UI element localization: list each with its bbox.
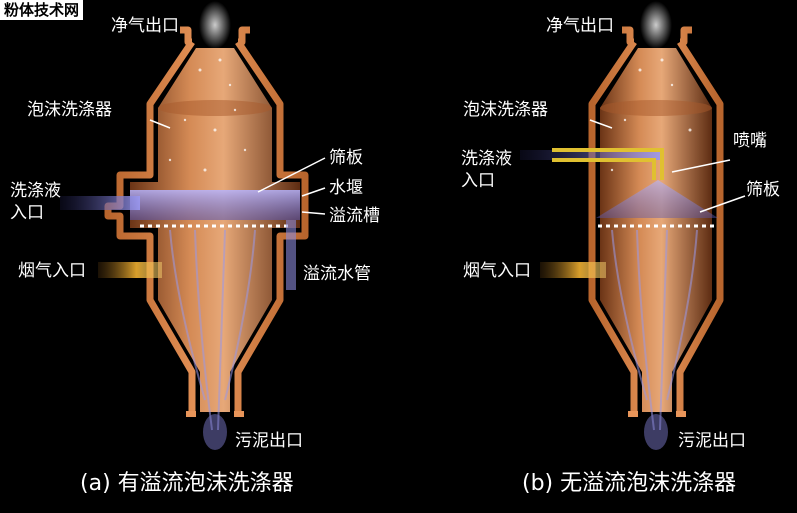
label-a-foam-scrubber: 泡沫洗涤器 bbox=[27, 100, 112, 120]
label-a-clean-gas-outlet: 净气出口 bbox=[111, 16, 179, 36]
scrubber-a-rim bbox=[158, 100, 272, 116]
label-a-overflow-pipe: 溢流水管 bbox=[303, 264, 371, 284]
scrubber-b bbox=[520, 1, 746, 450]
label-a-overflow-trough: 溢流槽 bbox=[329, 206, 380, 226]
scrubber-a-gas-stream bbox=[98, 262, 162, 278]
label-b-nozzle: 喷嘴 bbox=[733, 131, 767, 151]
scrubber-b-flow-lines bbox=[611, 229, 698, 431]
caption-b: (b) 无溢流泡沫洗涤器 bbox=[522, 471, 737, 496]
label-a-weir: 水堰 bbox=[329, 178, 363, 198]
label-b-wash-liquid-inlet: 洗涤液 入口 bbox=[461, 148, 512, 192]
label-b-wash-liquid-line1: 洗涤液 bbox=[461, 149, 512, 169]
scrubber-b-gas-stream bbox=[540, 262, 606, 278]
label-a-flue-gas-inlet: 烟气入口 bbox=[18, 261, 86, 281]
scrubber-a-liquid-stream bbox=[60, 196, 140, 210]
scrubber-a-body bbox=[130, 48, 300, 412]
scrubber-a-leader-lines bbox=[149, 119, 326, 215]
watermark: 粉体技术网 bbox=[0, 0, 84, 20]
scrubber-a-droplets bbox=[168, 58, 247, 172]
label-b-foam-scrubber: 泡沫洗涤器 bbox=[463, 100, 548, 120]
label-a-sludge-outlet: 污泥出口 bbox=[235, 431, 303, 451]
scrubber-b-shell bbox=[588, 26, 724, 414]
label-b-wash-liquid-line2: 入口 bbox=[461, 171, 495, 191]
label-a-wash-liquid-inlet: 洗涤液 入口 bbox=[10, 180, 61, 224]
scrubber-b-leader-lines bbox=[589, 119, 746, 213]
scrubber-b-spray bbox=[596, 180, 718, 218]
scrubber-a-shell bbox=[104, 26, 309, 414]
scrubber-b-sludge bbox=[644, 414, 668, 450]
label-a-wash-liquid-line1: 洗涤液 bbox=[10, 181, 61, 201]
scrubber-a bbox=[60, 1, 326, 450]
label-a-sieve-plate: 筛板 bbox=[329, 148, 363, 168]
scrubber-b-clean-gas bbox=[640, 1, 672, 49]
scrubber-a-foam-layer bbox=[130, 190, 300, 220]
scrubber-a-sludge bbox=[203, 414, 227, 450]
label-a-wash-liquid-line2: 入口 bbox=[10, 203, 44, 223]
scrubber-b-liquid-stream bbox=[520, 150, 660, 160]
label-b-sieve-plate: 筛板 bbox=[746, 180, 780, 200]
scrubber-a-clean-gas bbox=[199, 1, 231, 49]
scrubber-b-nozzle-pipe bbox=[552, 148, 664, 180]
scrubber-a-overflow-stream bbox=[286, 220, 296, 290]
scrubber-a-flow-lines bbox=[169, 229, 256, 431]
label-b-flue-gas-inlet: 烟气入口 bbox=[463, 261, 531, 281]
scrubber-b-droplets bbox=[610, 58, 692, 172]
label-b-clean-gas-outlet: 净气出口 bbox=[546, 16, 614, 36]
scrubber-b-rim bbox=[600, 100, 712, 116]
caption-a: (a) 有溢流泡沫洗涤器 bbox=[80, 471, 294, 496]
label-b-sludge-outlet: 污泥出口 bbox=[678, 431, 746, 451]
